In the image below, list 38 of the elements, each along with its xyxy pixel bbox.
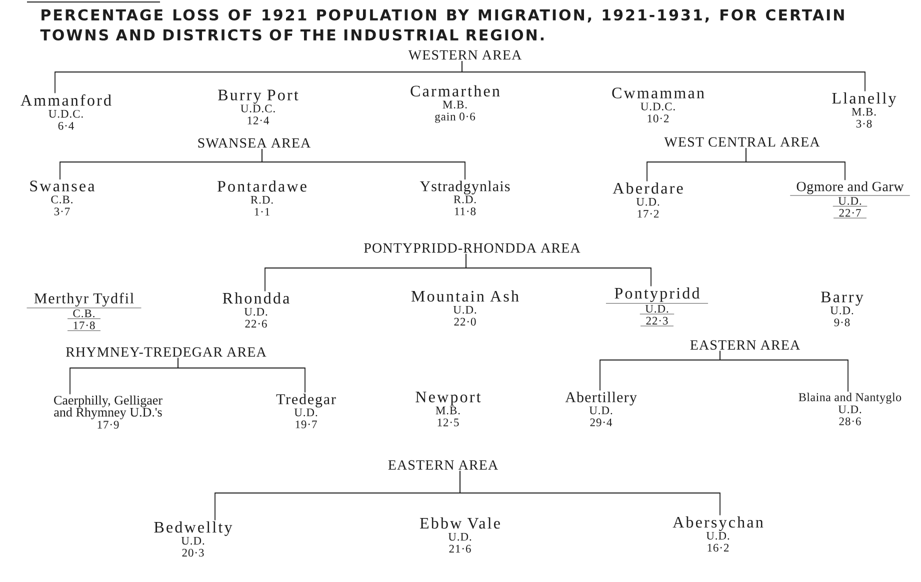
area-heading: PONTYPRIDD-RHONDDA AREA [364, 243, 580, 253]
district-entry: Abersychan U.D. 16·2 [672, 516, 764, 552]
area-heading: WEST CENTRAL AREA [664, 137, 820, 147]
district-entry: Aberdare U.D. 17·2 [612, 182, 683, 218]
area-heading: RHYMNEY-TREDEGAR AREA [66, 347, 266, 357]
connector-line [746, 148, 846, 181]
district-entry: Pontypridd U.D. 22·3 [606, 287, 708, 326]
area-heading: SWANSEA AREA [198, 138, 311, 148]
district-entry: Mountain Ash U.D. 22·0 [411, 290, 519, 326]
district-entry: Ebbw Vale U.D. 21·6 [420, 517, 500, 553]
connector-line [262, 148, 466, 180]
district-entry: Tredegar U.D. 19·7 [276, 394, 336, 428]
district-entry: Barry U.D. 9·8 [821, 292, 864, 326]
district-entry: Rhondda U.D. 22·6 [222, 292, 290, 328]
connector-line [720, 350, 848, 392]
district-entry: Abertillery U.D. 29·4 [565, 392, 637, 426]
district-entry: Burry Port U.D.C. 12·4 [218, 90, 298, 124]
district-entry: Caerphilly, Gelligaer and Rhymney U.D.'s 17·9 [54, 395, 162, 429]
district-entry: Merthyr Tydfil C.B. 17·8 [26, 292, 142, 331]
district-entry: Llanelly M.B. 3·8 [832, 92, 896, 128]
district-entry: Ystradgynlais R.D. 11·8 [420, 180, 510, 216]
district-entry: Ogmore and Garw U.D. 22·7 [790, 181, 910, 218]
district-entry: Carmarthen M.B. gain 0·6 [410, 85, 500, 123]
district-entry: Cwmamman U.D.C. 10·2 [612, 88, 704, 122]
connector-line [178, 357, 306, 393]
district-entry: Newport M.B. 12·5 [416, 392, 481, 426]
district-entry: Blaina and Nantyglo U.D. 28·6 [798, 392, 902, 426]
area-heading: EASTERN AREA [690, 340, 800, 350]
connector-line [466, 253, 652, 287]
connector-line [460, 470, 720, 516]
district-entry: Bedwellty U.D. 20·3 [154, 521, 232, 557]
area-heading: WESTERN AREA [408, 50, 522, 60]
district-entry: Swansea C.B. 3·7 [30, 180, 95, 216]
district-entry: Ammanford U.D.C. 6·4 [20, 94, 112, 130]
title: PERCENTAGE LOSS OF 1921 POPULATION BY MIGRATION, 1921-1931, FOR CERTAIN TOWNS AND DISTRICTS OF THE INDUSTRIAL REGION. [40, 9, 844, 41]
area-heading: EASTERN AREA [388, 460, 498, 470]
connector-line [462, 60, 866, 92]
district-entry: Pontardawe R.D. 1·1 [218, 180, 306, 216]
